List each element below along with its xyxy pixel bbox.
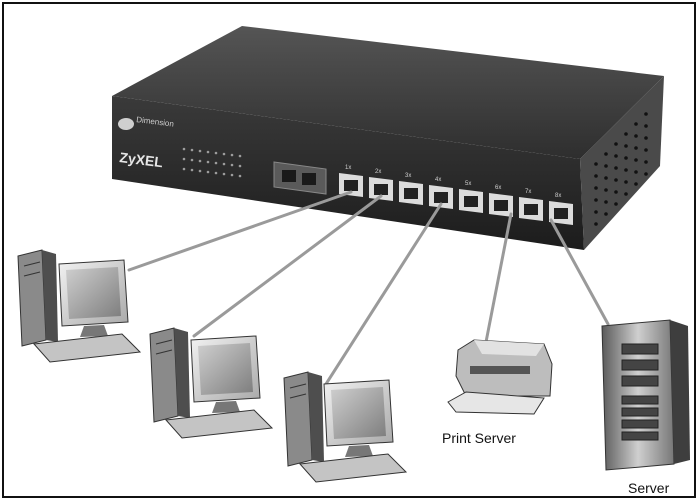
pc-tower-side: [42, 250, 58, 342]
port-label: 3x: [405, 173, 411, 179]
switch-side-panel: [580, 76, 664, 250]
monitor-screen: [66, 267, 121, 319]
paper-slot: [470, 366, 530, 374]
monitor-screen: [331, 387, 386, 439]
port-labels: 1x 2x 3x 4x 5x 6x 7x 8x: [345, 165, 561, 199]
fiber-module: [273, 161, 327, 195]
pc-tower-side: [308, 372, 324, 462]
port-label: 2x: [375, 169, 381, 175]
network-diagram: Dimension ZyXEL 1x 2x: [17, 26, 690, 483]
monitor-screen: [198, 343, 253, 395]
cable-server: [549, 218, 610, 326]
monitor-stand: [212, 401, 240, 413]
server-chassis: [601, 319, 675, 471]
cable-printer: [484, 212, 513, 344]
port-label: 1x: [345, 165, 351, 171]
keyboard: [32, 333, 142, 363]
desktop-computer: [283, 371, 408, 483]
drive-bay: [155, 349, 173, 355]
ethernet-port: [489, 193, 513, 217]
desktop-computer: [149, 327, 274, 439]
cable-pc3: [324, 202, 443, 386]
port-label: 6x: [495, 185, 501, 191]
port-label: 7x: [525, 189, 531, 195]
pc-tower-side: [174, 328, 190, 418]
port-label: 8x: [555, 193, 561, 199]
server-side: [670, 320, 690, 464]
ethernet-port: [429, 185, 453, 209]
network-switch: Dimension ZyXEL 1x 2x: [112, 26, 664, 250]
printer-top: [474, 340, 544, 356]
brand-name: ZyXEL: [119, 149, 165, 170]
port-label: 5x: [465, 181, 471, 187]
port-label: 4x: [435, 177, 441, 183]
led-indicators: [182, 147, 242, 178]
switch-top-panel: [112, 26, 664, 159]
drive-bay: [289, 393, 307, 399]
ethernet-port: [369, 177, 393, 201]
keyboard: [164, 409, 274, 439]
monitor-stand: [345, 445, 373, 457]
ethernet-ports: [339, 173, 573, 225]
keyboard: [298, 453, 408, 483]
paper-tray: [447, 391, 545, 415]
drive-bay: [23, 271, 41, 277]
printer: [447, 339, 553, 415]
drive-bay: [155, 339, 173, 345]
ethernet-port: [399, 181, 423, 205]
monitor-stand: [80, 325, 108, 337]
server-drive-bays: [621, 343, 659, 441]
ethernet-port: [459, 189, 483, 213]
cable-pc1: [127, 190, 353, 272]
desktop-computer: [17, 249, 142, 363]
drive-bay: [23, 261, 41, 267]
network-cables: [127, 190, 610, 386]
server-label: Server: [628, 480, 670, 496]
ethernet-port: [549, 201, 573, 225]
cable-pc2: [192, 194, 383, 338]
drive-bay: [289, 383, 307, 389]
side-vent-holes: [594, 112, 648, 226]
switch-front-panel: [112, 96, 584, 250]
ethernet-port: [339, 173, 363, 197]
print-server-label: Print Server: [442, 430, 516, 446]
ethernet-port: [519, 197, 543, 221]
tower-server: [601, 319, 690, 471]
